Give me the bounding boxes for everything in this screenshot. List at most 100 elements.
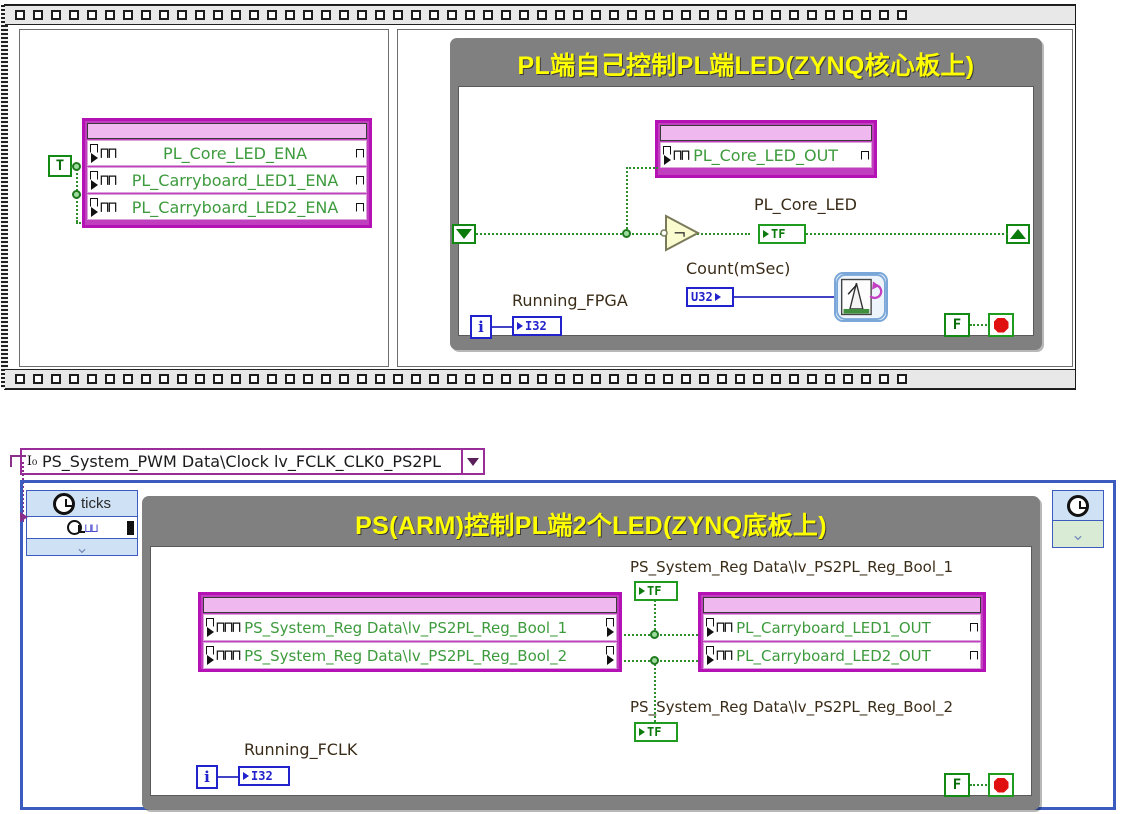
iteration-wire[interactable]	[492, 326, 514, 328]
sequence-square	[303, 10, 313, 20]
fpga-io-node-carryboard-leds[interactable]: ⊓⊓PL_Carryboard_LED1_OUT⊓⊓PL_Carryboard_…	[698, 592, 986, 672]
iteration-terminal-fpga[interactable]: i	[470, 315, 492, 339]
sequence-square	[15, 374, 25, 384]
period-terminal[interactable]	[127, 520, 134, 535]
io-terminal-label: PS_System_Reg Data\lv_PS2PL_Reg_Bool_2	[244, 646, 568, 665]
io-terminal[interactable]: ⊓⊓PL_Carryboard_LED2_ENA	[87, 194, 367, 220]
timing-node-input-arrow	[20, 512, 28, 522]
bool-wire-main[interactable]	[476, 233, 662, 235]
io-terminal[interactable]: ⊓⊓PL_Core_LED_ENA	[87, 140, 367, 166]
sequence-square	[573, 374, 583, 384]
io-terminal[interactable]: ⊓⊓PL_Core_LED_OUT	[660, 142, 872, 168]
fpga-io-node-enable[interactable]: ⊓⊓PL_Core_LED_ENA⊓⊓PL_Carryboard_LED1_EN…	[82, 118, 372, 228]
sequence-square	[195, 10, 205, 20]
sequence-square	[897, 374, 907, 384]
wire-junction	[650, 656, 659, 665]
terminal-input-marker	[704, 618, 716, 637]
timing-node-period-row[interactable]: ⊔⊔	[27, 517, 137, 539]
false-constant-fpga[interactable]: F	[944, 313, 970, 337]
terminal-corner-glyph	[706, 646, 714, 655]
terminal-corner-glyph	[206, 618, 214, 627]
io-terminal[interactable]: ⊓⊓⊓PS_System_Reg Data\lv_PS2PL_Reg_Bool_…	[203, 614, 617, 641]
io-terminal[interactable]: ⊓⊓PL_Carryboard_LED2_OUT	[703, 642, 981, 669]
bool-wire-before-not[interactable]	[694, 233, 750, 235]
left-timing-node[interactable]: ticks ⊔⊔ ⌄	[26, 490, 138, 556]
iteration-terminal-fclk[interactable]: i	[196, 765, 218, 789]
io-terminal-label: PL_Carryboard_LED1_OUT	[736, 618, 931, 637]
sequence-square	[69, 10, 79, 20]
clock-selector-value: PS_System_PWM Data\Clock lv_FCLK_CLK0_PS…	[42, 452, 441, 471]
sequence-square	[861, 10, 871, 20]
clock-dropdown-button[interactable]	[461, 450, 483, 473]
bool-wire-t-to-node[interactable]	[70, 166, 92, 168]
terminal-arrow-icon	[606, 627, 614, 637]
sequence-square	[879, 10, 889, 20]
terminal-arrow-icon	[517, 322, 523, 330]
timing-node-expand[interactable]: ⌄	[27, 539, 137, 556]
sequence-square	[267, 374, 277, 384]
iteration-wire-fclk[interactable]	[218, 776, 240, 778]
right-timing-icon-row[interactable]	[1053, 491, 1103, 521]
clock-wire[interactable]	[22, 462, 24, 520]
digital-register-icon: ⊓⊓⊓	[216, 646, 241, 664]
tunnel-down-icon[interactable]	[452, 224, 476, 244]
sequence-square	[141, 374, 151, 384]
ps2pl-reg-bool2-label: PS_System_Reg Data\lv_PS2PL_Reg_Bool_2	[630, 698, 954, 716]
digital-waveform-icon: ⊓⊓	[716, 646, 733, 664]
stop-wire-fclk[interactable]	[970, 784, 990, 786]
pl-core-led-indicator[interactable]: TF	[758, 224, 806, 244]
io-terminal[interactable]: ⊓⊓PL_Carryboard_LED1_OUT	[703, 614, 981, 641]
timing-node-ticks-row[interactable]: ticks	[27, 491, 137, 517]
stop-octagon-icon	[993, 317, 1009, 333]
loop-timer-metronome-icon[interactable]	[834, 272, 888, 322]
bool-wire-to-core-out[interactable]	[626, 167, 628, 233]
digital-waveform-icon: ⊓⊓	[716, 618, 733, 636]
bool-wire-reg2-branch[interactable]	[654, 660, 656, 722]
sequence-square	[483, 10, 493, 20]
fpga-io-node-pl-core-led-out[interactable]: ⊓⊓PL_Core_LED_OUT	[655, 120, 877, 178]
ps2pl-reg-bool1-indicator[interactable]: TF	[634, 581, 678, 601]
wire-junction	[650, 630, 659, 639]
stopwatch-icon	[66, 520, 85, 535]
fpga-io-node-ps2pl-registers[interactable]: ⊓⊓⊓PS_System_Reg Data\lv_PS2PL_Reg_Bool_…	[198, 592, 622, 672]
io-terminal[interactable]: ⊓⊓⊓PS_System_Reg Data\lv_PS2PL_Reg_Bool_…	[203, 642, 617, 669]
bool-wire-reg2[interactable]	[624, 660, 698, 662]
sequence-square	[87, 10, 97, 20]
false-constant-fclk[interactable]: F	[944, 773, 970, 797]
stop-terminal-fclk[interactable]	[988, 773, 1014, 797]
sequence-square	[51, 374, 61, 384]
not-gate-icon[interactable]: ¬	[660, 212, 704, 254]
right-timing-node[interactable]: ⌄	[1052, 490, 1104, 548]
numeric-wire-to-timer[interactable]	[734, 296, 834, 298]
running-fpga-indicator[interactable]: I32	[512, 316, 562, 336]
sequence-square	[195, 374, 205, 384]
tunnel-up-icon[interactable]	[1006, 224, 1030, 244]
io-terminal[interactable]: ⊓⊓PL_Carryboard_LED1_ENA	[87, 167, 367, 193]
stop-wire-fpga[interactable]	[970, 324, 990, 326]
stop-terminal-fpga[interactable]	[988, 313, 1014, 337]
sequence-square	[105, 374, 115, 384]
ps2pl-reg-bool2-indicator[interactable]: TF	[634, 722, 678, 742]
terminal-corner-glyph	[606, 646, 614, 655]
sequence-square	[771, 374, 781, 384]
sequence-square	[447, 10, 457, 20]
sequence-square	[789, 10, 799, 20]
sequence-square	[375, 10, 385, 20]
bool-wire-reg1[interactable]	[624, 634, 698, 636]
bool-wire-to-tunnel[interactable]	[806, 233, 1008, 235]
fpga-clock-selector[interactable]: Ⅰ₀ PS_System_PWM Data\Clock lv_FCLK_CLK0…	[20, 448, 485, 475]
sequence-square	[123, 10, 133, 20]
terminal-corner-glyph	[606, 618, 614, 627]
true-constant[interactable]: T	[48, 155, 72, 177]
pl-control-structure[interactable]: PL端自己控制PL端LED(ZYNQ核心板上)	[450, 38, 1042, 350]
count-msec-constant[interactable]: U32	[686, 287, 734, 307]
sequence-square	[321, 374, 331, 384]
bool-wire-reg1-branch[interactable]	[654, 600, 656, 634]
sequence-square	[159, 374, 169, 384]
terminal-arrow-icon	[663, 154, 671, 165]
bool-wire-to-core-out-h[interactable]	[626, 167, 658, 169]
right-timing-expand[interactable]: ⌄	[1053, 521, 1103, 547]
sequence-square	[105, 10, 115, 20]
sequence-square	[213, 10, 223, 20]
running-fclk-indicator[interactable]: I32	[238, 766, 290, 786]
